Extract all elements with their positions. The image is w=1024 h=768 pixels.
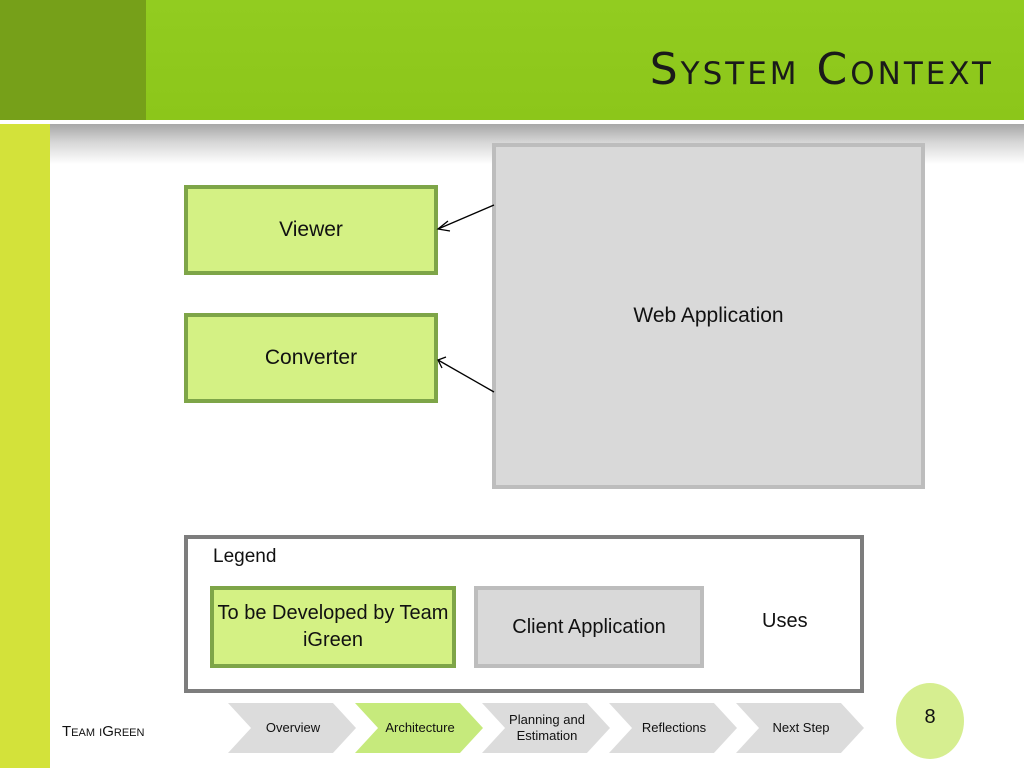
converter-node-label: Converter [264,346,358,369]
footer-brand: Team iGreen [62,723,145,740]
viewer-node: Viewer [184,185,438,275]
nav-reflections[interactable]: Reflections [609,703,737,753]
nav-architecture-label: Architecture [385,720,455,735]
page-number: 8 [924,706,936,728]
header-bar [0,0,1024,120]
header-accent-block [0,0,146,120]
legend-client-swatch: Client Application [474,586,704,668]
nav-planning-and-estimation[interactable]: Planning and Estimation [482,703,610,753]
legend-client-label: Client Application [512,615,666,638]
edge-webapp-to-viewer [436,204,495,232]
web-application-node: Web Application [492,143,925,489]
legend-title: Legend [213,546,277,567]
header-divider [0,120,1024,124]
nav-overview[interactable]: Overview [228,703,356,753]
left-accent-strip [0,124,50,768]
nav-architecture[interactable]: Architecture [355,703,483,753]
nav-next-step-label: Next Step [772,720,830,735]
nav-overview-label: Overview [265,720,321,735]
slide-title: System Context [649,44,994,95]
nav-next-step[interactable]: Next Step [736,703,864,753]
converter-node: Converter [184,313,438,403]
nav-reflections-label: Reflections [641,720,707,735]
page-number-badge: 8 [896,683,964,759]
nav-planning-and-estimation-label: Planning and Estimation [509,712,585,743]
web-application-node-label: Web Application [633,304,784,327]
legend-developed-label: To be Developed by Team iGreen [217,602,449,651]
edge-webapp-to-converter [437,356,495,393]
legend-developed-swatch: To be Developed by Team iGreen [210,586,456,668]
viewer-node-label: Viewer [279,218,343,241]
legend-uses-label: Uses [762,610,808,632]
